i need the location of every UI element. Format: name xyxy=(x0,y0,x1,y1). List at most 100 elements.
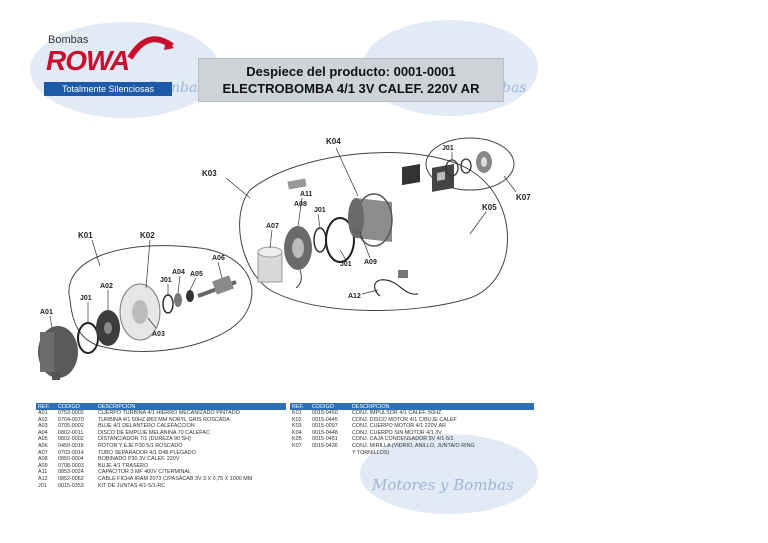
label-a08: A08 xyxy=(294,201,307,208)
brand-name: ROWA xyxy=(46,45,130,76)
part-k04-body xyxy=(348,193,393,247)
part-k07-sight-glass xyxy=(445,151,492,177)
part-k05-capacitor-box xyxy=(402,163,454,192)
cell-code: 0802-0002 xyxy=(58,436,84,443)
cell-desc: CAPACITOR 3 MF 400V C/TERMINAL xyxy=(98,469,191,476)
label-a03: A03 xyxy=(152,331,165,338)
table-row: A07 0703-0014 TUBO SEPARADOR 4/1 D48 PLEGA… xyxy=(36,450,286,457)
col-ref: REF. xyxy=(290,403,310,410)
label-k05: K05 xyxy=(482,203,497,212)
part-j01-ring-4 xyxy=(325,217,355,263)
cell-desc: DISCO DE EMPUJE MELANINA 70 CALEFAC xyxy=(98,429,210,436)
cell-code: 0753-0002 xyxy=(58,410,84,416)
label-a06: A06 xyxy=(212,255,225,262)
cell-ref: A11 xyxy=(38,469,48,476)
cell-code xyxy=(310,450,350,457)
cell-desc: BUJE 4/1 DELANTERO CALEFACCION xyxy=(98,423,195,430)
cell-code: 0015-0451 xyxy=(312,436,338,443)
part-a07-separator-tube xyxy=(257,246,283,283)
product-title: Despiece del producto: 0001-0001 xyxy=(246,64,456,79)
col-code: CODIGO xyxy=(56,403,96,410)
part-a04-thrust-disc xyxy=(174,293,182,307)
col-desc: DESCRIPCION xyxy=(96,403,286,410)
label-a02: A02 xyxy=(100,283,113,290)
part-j01-ring-2 xyxy=(162,294,174,314)
col-desc: DESCRIPCION xyxy=(350,403,534,410)
cell-desc: CONJ. CUERPO SIN MOTOR 4/1 3V xyxy=(352,429,442,436)
cell-desc: TUBO SEPARADOR 4/1 D48 PLEGADO xyxy=(98,449,196,456)
cell-ref: A09 xyxy=(38,462,48,469)
cell-desc: BUJE 4/1 TRASERO xyxy=(98,462,149,469)
product-title-box: Despiece del producto: 0001-0001 ELECTRO… xyxy=(198,58,504,102)
cell-desc: BOBINADO P30 3V CALEF. 220V xyxy=(98,456,180,463)
cell-code: 0850-0004 xyxy=(58,456,84,463)
cell-desc: CONJ. CUERPO MOTOR 4/1 220V AR xyxy=(352,423,446,430)
cell-ref xyxy=(290,450,310,457)
label-k02: K02 xyxy=(140,231,155,240)
cell-ref: K02 xyxy=(292,416,302,423)
label-j01-c: J01 xyxy=(314,207,326,214)
cell-ref: A05 xyxy=(38,436,48,443)
watermark-bottom xyxy=(360,434,538,514)
cell-code: 0852-0062 xyxy=(58,475,84,482)
label-k01: K01 xyxy=(78,231,93,240)
cell-code: 0802-0011 xyxy=(58,429,84,436)
col-code: CODIGO xyxy=(310,403,350,410)
watermark-text-bottom: Motores y Bombas xyxy=(372,476,514,494)
cell-desc: CUERPO TURBINA 4/1 HIERRO MECANIZADO PIN… xyxy=(98,410,240,416)
brand-tagline: Totalmente Silenciosas xyxy=(44,82,172,96)
label-k03: K03 xyxy=(202,169,217,178)
cell-ref: K07 xyxy=(292,442,302,449)
label-j01-d: J01 xyxy=(340,261,352,268)
cell-code: 0450-0016 xyxy=(58,442,84,449)
cell-code: 0015-0436 xyxy=(312,442,338,449)
cell-desc: CONJ. MIRILLA (VIDRIO, ANILLO, JUNTA/O R… xyxy=(352,442,475,449)
table-row: Y TORNILLOS) xyxy=(290,450,534,457)
label-a09: A09 xyxy=(364,259,377,266)
cell-desc: TURBINA 4/1 50HZ Ø63 MM NORYL GRIS ROSCA… xyxy=(98,416,230,423)
label-j01-e: J01 xyxy=(442,145,454,152)
label-a04: A04 xyxy=(172,269,185,276)
cell-desc: CONJ. IMPULSOR 4/1 CALEF. 50HZ xyxy=(352,410,442,416)
label-a07: A07 xyxy=(266,223,279,230)
cell-desc: CABLE FICHA IRAM 2073 C/PASACAB 3V 3 X 0… xyxy=(98,475,253,482)
cell-code: 0708-0003 xyxy=(58,462,84,469)
watermark-left xyxy=(30,22,220,118)
cell-desc: KIT DE JUNTAS 4/1-5/1-RC xyxy=(98,482,166,489)
part-j01-ring-3 xyxy=(313,227,327,253)
cell-code: 0704-0070 xyxy=(58,416,84,423)
label-j01-b: J01 xyxy=(160,277,172,284)
group-outline-k07 xyxy=(425,137,515,191)
cell-ref: A04 xyxy=(38,429,48,436)
part-a06-rotor-shaft xyxy=(197,275,237,298)
cell-ref: A07 xyxy=(38,449,48,456)
brand-logo: Bombas ROWA Totalmente Silenciosas xyxy=(40,30,180,102)
brand-small-text: Bombas xyxy=(48,34,89,46)
table-row: A04 0802-0011 DISCO DE EMPUJE MELANINA 70 … xyxy=(36,430,286,437)
cell-code: 0015-0445 xyxy=(312,416,338,423)
cell-ref: A06 xyxy=(38,442,48,449)
part-a01-pump-body xyxy=(38,326,78,380)
cell-code: 0015-0097 xyxy=(312,423,338,430)
cell-code: 0015-0450 xyxy=(312,410,338,416)
cell-code: 0703-0014 xyxy=(58,449,84,456)
part-a05-spacer xyxy=(186,290,194,302)
col-ref: REF. xyxy=(36,403,56,410)
label-a12: A12 xyxy=(348,293,361,300)
cell-code: 0705-0002 xyxy=(58,423,84,430)
cell-ref: K05 xyxy=(292,436,302,443)
part-a08-winding xyxy=(284,226,312,289)
label-k04: K04 xyxy=(326,137,341,146)
part-j01-ring-1 xyxy=(77,322,99,354)
label-k07: K07 xyxy=(516,193,531,202)
label-a05: A05 xyxy=(190,271,203,278)
